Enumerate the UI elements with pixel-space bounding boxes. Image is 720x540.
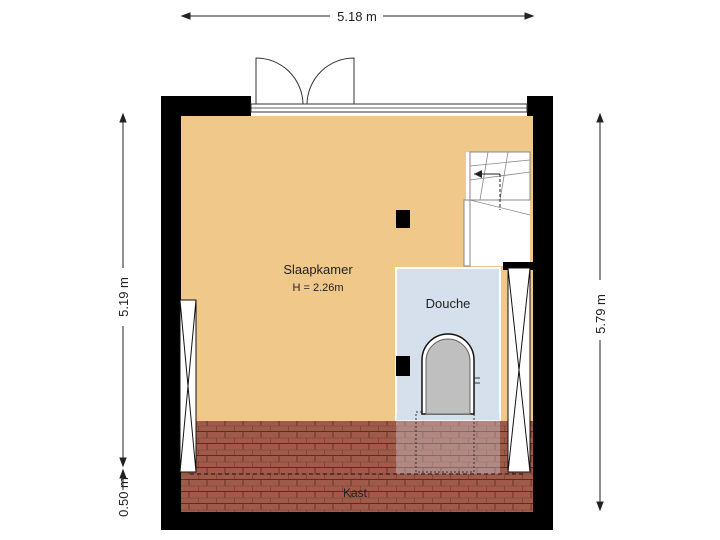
- column-lower: [396, 356, 410, 376]
- dimension-right-height: 5.79 m: [593, 294, 608, 334]
- walls: [161, 96, 553, 530]
- dimension-left-bottom: 0.50 m: [116, 477, 131, 517]
- room-label-storage: Kast: [343, 486, 368, 500]
- side-niche-left: [179, 299, 197, 473]
- room-label-bedroom: Slaapkamer: [283, 262, 353, 277]
- column-upper: [396, 210, 410, 228]
- room-height-bedroom: H = 2.26m: [292, 282, 343, 294]
- side-niche-right: [507, 267, 531, 473]
- staircase: [463, 151, 531, 267]
- dimension-left-height: 5.19 m: [116, 277, 131, 317]
- shower-tub: [421, 333, 480, 415]
- dimension-top-width: 5.18 m: [337, 9, 377, 24]
- balcony-doors: [250, 57, 528, 113]
- room-label-shower: Douche: [426, 296, 471, 311]
- dimension-lines: [119, 12, 604, 512]
